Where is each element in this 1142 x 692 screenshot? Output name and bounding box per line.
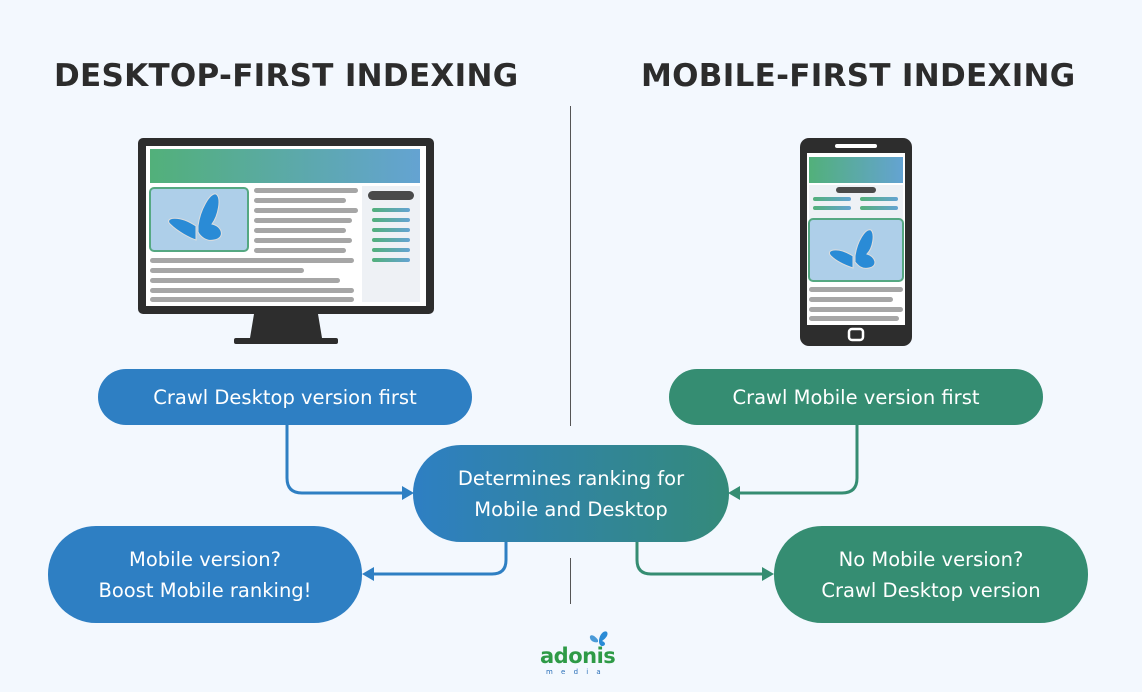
butterfly-logo-icon: [589, 631, 608, 646]
determines-ranking-line1: Determines ranking for: [457, 466, 685, 490]
mobile-first-title: MOBILE-FIRST INDEXING: [641, 58, 1076, 94]
determines-ranking-line2: Mobile and Desktop: [474, 497, 668, 521]
mobile-boost-node: Mobile version? Boost Mobile ranking!: [48, 526, 362, 623]
desktop-first-title: DESKTOP-FIRST INDEXING: [54, 58, 519, 94]
crawl-desktop-first-label: Crawl Desktop version first: [153, 385, 417, 409]
mobile-boost-line1: Mobile version?: [129, 547, 281, 571]
no-mobile-line1: No Mobile version?: [838, 547, 1024, 571]
crawl-desktop-first-node: Crawl Desktop version first: [98, 369, 472, 425]
mobile-boost-line2: Boost Mobile ranking!: [98, 578, 312, 602]
desktop-monitor-icon: [138, 138, 434, 344]
no-mobile-node: No Mobile version? Crawl Desktop version: [774, 526, 1088, 623]
no-mobile-line2: Crawl Desktop version: [821, 578, 1041, 602]
logo-subtitle: m e d i a: [546, 668, 604, 676]
crawl-mobile-first-label: Crawl Mobile version first: [732, 385, 980, 409]
smartphone-icon: [800, 138, 912, 346]
adonis-media-logo: adonis m e d i a: [536, 630, 616, 680]
determines-ranking-node: Determines ranking for Mobile and Deskto…: [413, 445, 729, 542]
crawl-mobile-first-node: Crawl Mobile version first: [669, 369, 1043, 425]
center-divider-bottom: [570, 558, 571, 604]
center-divider-top: [570, 106, 571, 426]
logo-wordmark: adonis: [540, 644, 616, 668]
